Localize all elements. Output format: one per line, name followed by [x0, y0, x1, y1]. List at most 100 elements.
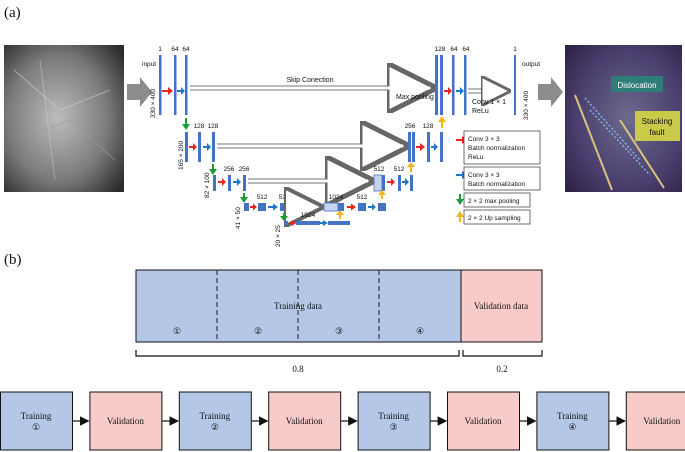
conv-relu-arrow-l1	[189, 143, 197, 151]
ratio-val: 0.2	[496, 364, 507, 374]
channel-l1-128b: 128	[208, 123, 219, 130]
legend-maxpool: 2 × 2 max pooling	[468, 198, 520, 205]
ratio-train: 0.8	[292, 364, 304, 374]
legend-conv-relu-2: Batch normalization	[468, 145, 525, 152]
sequence-step-fold: ④	[568, 422, 576, 432]
conv-bn-arrow	[177, 87, 185, 95]
feature-map-in	[159, 55, 162, 115]
feature-map-bot-1024a	[296, 221, 320, 225]
skip-connection-label: Skip Conection	[286, 77, 333, 84]
conv-relu-arrow-l2	[218, 178, 226, 186]
conv1x1-label-1: Conv 1 × 1	[472, 99, 506, 106]
feature-map-bot-concat	[323, 202, 339, 212]
feature-map-l2b	[243, 175, 246, 191]
feature-map-64a	[174, 55, 177, 115]
feature-map-u3c	[410, 175, 413, 191]
validation-step-box	[268, 391, 342, 451]
feature-map-l1b	[212, 132, 215, 162]
feature-map-dec-128b	[440, 55, 443, 115]
channel-1: 1	[158, 46, 162, 53]
channel-l3-512a: 512	[257, 194, 268, 201]
channel-64a: 64	[171, 46, 179, 53]
channel-l2-256a: 256	[224, 166, 235, 173]
maxpool-arrow-3	[240, 193, 248, 203]
validation-step-box	[447, 391, 520, 451]
output-size-label: 330 × 400	[523, 91, 530, 120]
sequence-step-title: Training	[378, 411, 409, 421]
dislocation-tag	[611, 76, 663, 92]
channel-l3-512b: 512	[279, 194, 290, 201]
conv-bn-arrow-dec	[456, 87, 464, 95]
conv-bn-arrow-u3	[402, 178, 409, 186]
sequence-step-title: Training	[21, 411, 52, 421]
feature-map-bot-a	[338, 203, 344, 211]
conv-bn-arrow-bot	[368, 203, 376, 211]
feature-map-bot-c	[378, 203, 386, 211]
level-3-size: 41 × 50	[235, 207, 242, 229]
stacking-text-1: Stacking	[642, 117, 673, 126]
conv1x1-label-2: ReLu	[472, 108, 489, 115]
feature-map-dec-64a	[452, 55, 455, 115]
fold-label-2: ②	[254, 326, 262, 336]
panel-a-label: (a)	[4, 5, 21, 21]
feature-map-u3-concat	[373, 174, 383, 192]
feature-map-u3a	[382, 175, 385, 191]
channel-l1-128a: 128	[194, 123, 205, 130]
level-2-size: 82 × 100	[204, 172, 211, 198]
input-label: input	[142, 61, 156, 68]
legend: Conv 3 × 3 Batch normalization ReLu Conv…	[456, 130, 541, 225]
conv-relu-arrow	[162, 87, 173, 95]
legend-green-arrow	[456, 194, 464, 205]
conv-relu-arrow-bottom	[289, 220, 296, 226]
sequence-step-title: Training	[199, 411, 230, 421]
fold-label-4: ④	[416, 326, 424, 336]
feature-map-l1a	[198, 132, 201, 162]
channel-64-dec-a: 64	[450, 46, 458, 53]
feature-map-u3b	[398, 175, 401, 191]
legend-yellow-arrow	[456, 211, 464, 222]
upsample-arrow-3	[378, 190, 386, 199]
conv-bn-arrow-l3	[268, 203, 278, 211]
max-pooling-label: Max pooling	[396, 94, 434, 101]
sequence-step-fold: ①	[32, 422, 40, 432]
training-step-box	[536, 391, 610, 451]
feature-map-dec-64b	[464, 55, 467, 115]
output-result-image: Dislocation Stacking fault	[565, 45, 682, 192]
fold-label-3: ③	[335, 326, 343, 336]
conv-relu-arrow-u2	[416, 143, 425, 151]
output-label: output	[522, 61, 540, 68]
legend-conv-bn-2: Batch normalization	[468, 181, 525, 188]
channel-out-1: 1	[513, 46, 517, 53]
feature-map-l2a	[228, 175, 231, 191]
channel-64-dec-b: 64	[462, 46, 470, 53]
channel-u3-512a: 512	[374, 166, 385, 173]
panel-b-label: (b)	[4, 252, 22, 268]
feature-map-l2-pool	[213, 175, 216, 191]
upsample-arrow-2	[407, 162, 415, 172]
conv-relu-arrow-l3	[250, 203, 257, 211]
validation-step-box	[625, 391, 685, 451]
stacking-fault-tag	[635, 111, 680, 141]
level-1-size: 165 × 200	[178, 141, 185, 170]
output-flow-arrow	[538, 77, 563, 107]
sequence-step-title: Validation	[643, 416, 680, 426]
channel-u2-256: 256	[405, 123, 416, 130]
validation-data-label: Validation data	[474, 301, 528, 311]
input-size-label: 330 × 400	[150, 89, 157, 118]
fold-label-1: ①	[173, 326, 181, 336]
sequence-step-fold: ②	[211, 422, 219, 432]
conv-bn-arrow-bottom	[320, 220, 328, 226]
sequence-step-fold: ③	[390, 422, 398, 432]
upsample-arrow-4	[336, 210, 344, 219]
channel-u3-512c: 512	[357, 194, 368, 201]
input-flow-arrow	[127, 77, 152, 107]
validation-data-block	[460, 269, 543, 343]
channel-64b: 64	[182, 46, 190, 53]
legend-conv-relu-1: Conv 3 × 3	[468, 136, 500, 143]
channel-l2-256b: 256	[239, 166, 250, 173]
feature-map-u2c	[427, 132, 430, 162]
legend-conv-relu-3: ReLu	[468, 154, 484, 161]
validation-step-box	[89, 391, 163, 451]
channel-128-dec: 128	[435, 46, 446, 53]
conv-bn-arrow-u2	[431, 143, 438, 151]
